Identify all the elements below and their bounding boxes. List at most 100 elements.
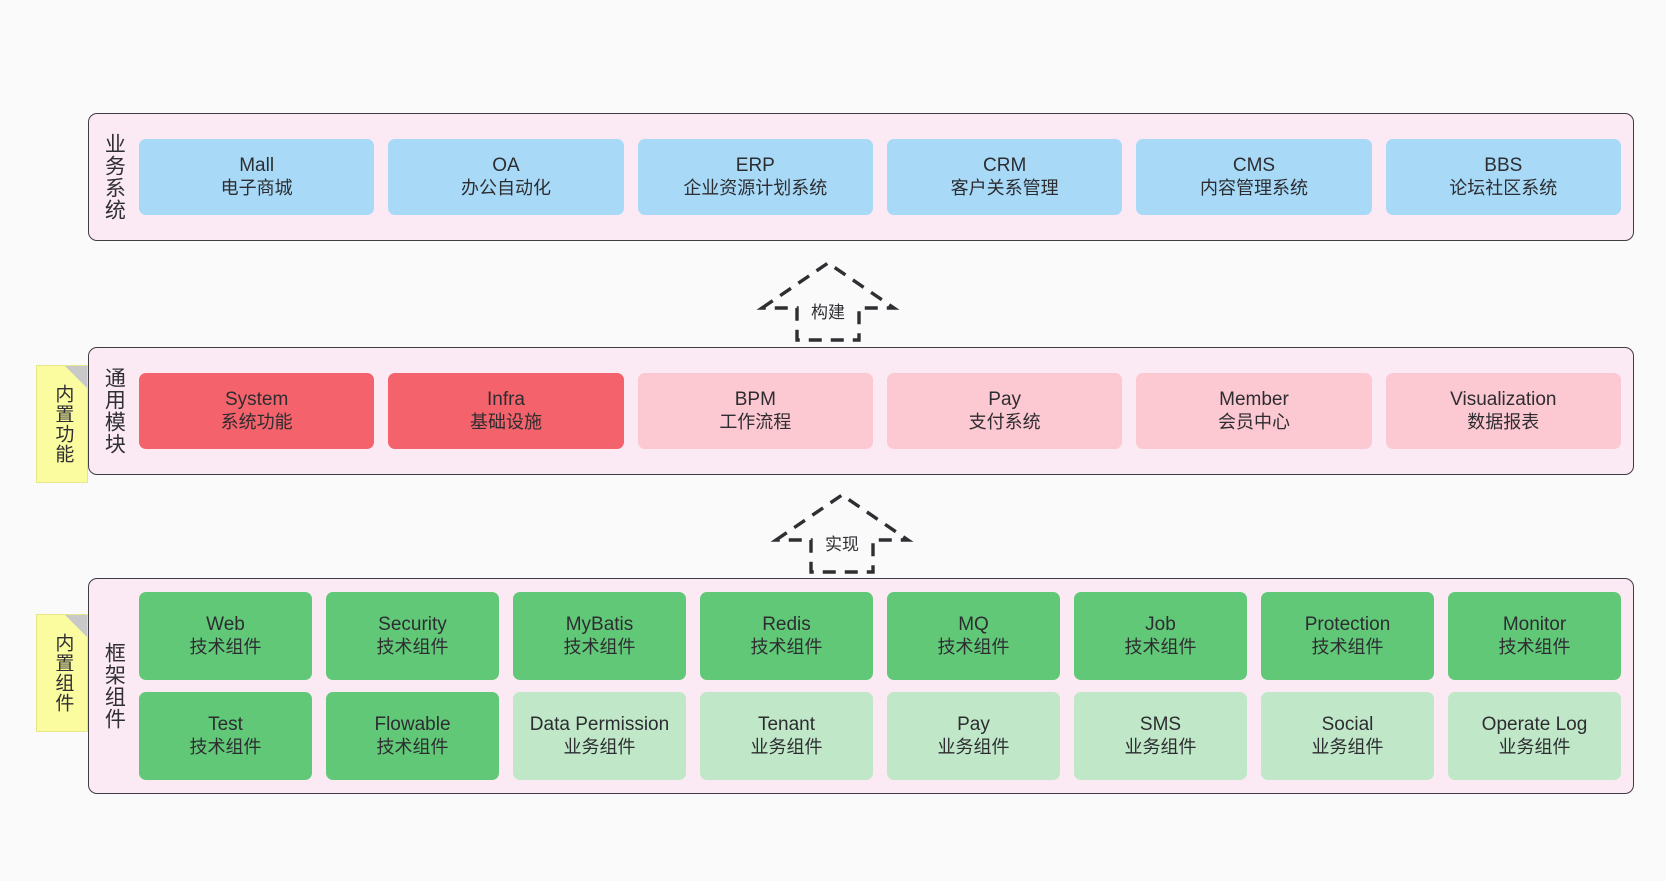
module-card-name: SMS: [1139, 714, 1182, 736]
module-card-desc: 技术组件: [750, 636, 823, 657]
module-card-name: CMS: [1232, 155, 1276, 177]
module-card-desc: 会员中心: [1217, 411, 1290, 432]
module-card-desc: 工作流程: [719, 411, 792, 432]
module-card-name: BPM: [734, 389, 776, 411]
module-card-name: Protection: [1304, 614, 1391, 636]
module-card-desc: 内容管理系统: [1199, 177, 1308, 198]
layer-title-framework-components: 框架组件: [102, 642, 126, 730]
module-card-desc: 办公自动化: [460, 177, 551, 198]
connector-implement: 实现: [770, 490, 914, 576]
module-card-name: Web: [206, 614, 245, 636]
module-card-name: CRM: [983, 155, 1027, 177]
module-card-name: Social: [1321, 714, 1374, 736]
module-card-desc: 技术组件: [189, 636, 262, 657]
module-card-name: OA: [492, 155, 520, 177]
note-fold-corner-icon: [65, 366, 87, 388]
module-card-name: Monitor: [1502, 614, 1567, 636]
module-card-name: Mall: [239, 155, 275, 177]
module-card-desc: 技术组件: [1311, 636, 1384, 657]
module-card-desc: 技术组件: [376, 636, 449, 657]
module-card-name: Operate Log: [1481, 714, 1588, 736]
module-card-desc: 业务组件: [750, 736, 823, 757]
layer-title-common-modules: 通用模块: [102, 367, 126, 455]
module-card-name: MQ: [958, 614, 989, 636]
module-card-name: Infra: [486, 389, 525, 411]
module-card-name: Job: [1145, 614, 1176, 636]
module-card-desc: 业务组件: [1498, 736, 1571, 757]
module-card-desc: 客户关系管理: [950, 177, 1059, 198]
connector-build-label: 构建: [811, 303, 845, 322]
module-card-desc: 业务组件: [563, 736, 636, 757]
module-card-desc: 系统功能: [220, 411, 293, 432]
module-card-name: Security: [378, 614, 447, 636]
note-label: 内置组件: [52, 633, 74, 713]
module-card-name: Flowable: [374, 714, 451, 736]
module-card-name: Data Permission: [529, 714, 670, 736]
module-card-name: Pay: [988, 389, 1022, 411]
note-builtin-components: 内置组件: [36, 614, 88, 732]
connector-build: 构建: [756, 258, 900, 344]
module-card-desc: 业务组件: [1311, 736, 1384, 757]
layer-title-business-systems: 业务系统: [102, 133, 126, 221]
note-builtin-features: 内置功能: [36, 365, 88, 483]
module-card-desc: 技术组件: [376, 736, 449, 757]
module-card-name: Redis: [762, 614, 811, 636]
module-card-name: ERP: [735, 155, 775, 177]
module-card-name: Test: [208, 714, 243, 736]
module-card-name: Member: [1219, 389, 1289, 411]
module-card-desc: 基础设施: [469, 411, 542, 432]
module-card-name: Tenant: [757, 714, 816, 736]
module-card-desc: 业务组件: [1124, 736, 1197, 757]
module-card-desc: 电子商城: [220, 177, 293, 198]
module-card-desc: 支付系统: [968, 411, 1041, 432]
module-card-desc: 技术组件: [937, 636, 1010, 657]
module-card-desc: 数据报表: [1467, 411, 1540, 432]
module-card-name: System: [224, 389, 289, 411]
connector-implement-label: 实现: [825, 535, 859, 554]
module-card-desc: 业务组件: [937, 736, 1010, 757]
module-card-desc: 企业资源计划系统: [683, 177, 828, 198]
module-card-desc: 技术组件: [1124, 636, 1197, 657]
module-card-name: BBS: [1484, 155, 1523, 177]
module-card-name: Visualization: [1450, 389, 1557, 411]
module-card-name: Pay: [957, 714, 990, 736]
